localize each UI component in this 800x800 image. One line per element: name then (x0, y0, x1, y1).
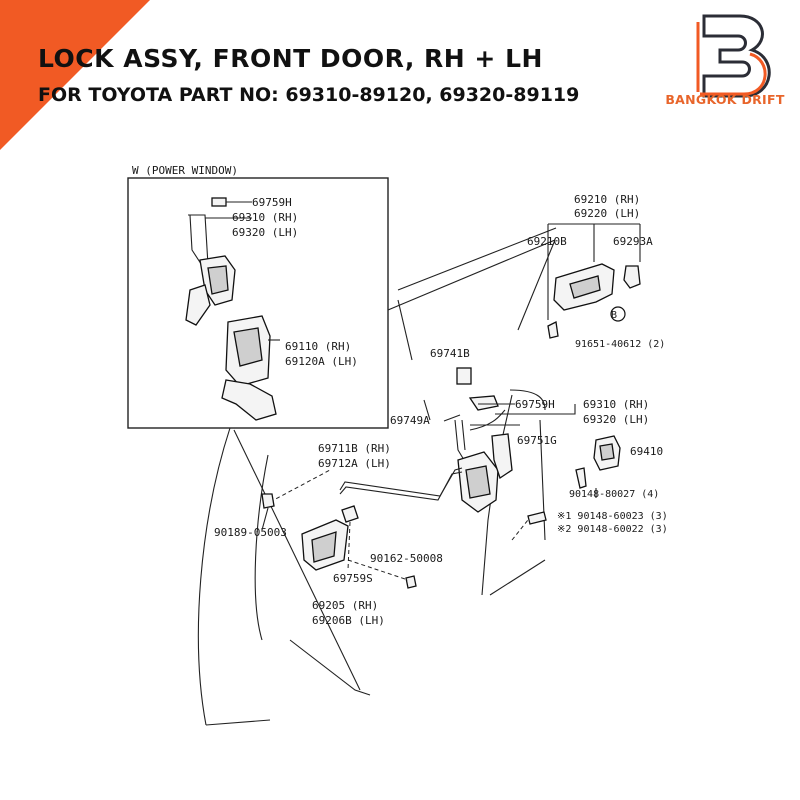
label-91651: 91651-40612 (2) (575, 339, 665, 350)
label-69712a: 69712A (LH) (318, 457, 391, 470)
label-90148-60023: ※1 90148-60023 (3) (557, 511, 668, 522)
brand-name: BANGKOK DRIFT (665, 92, 785, 107)
label-69410: 69410 (630, 445, 663, 458)
inside-handle-icon (301, 505, 417, 589)
label-90189: 90189-05003 (214, 526, 287, 539)
outside-handle-icon (547, 263, 641, 339)
control-rod-icon (339, 467, 463, 501)
clip-icon (261, 493, 275, 509)
label-69110-inset: 69110 (RH) (285, 340, 351, 353)
screw-icon (527, 511, 547, 525)
label-69759h: 69759H (515, 398, 555, 411)
label-69210b: 69210B (527, 235, 567, 248)
label-90148-80027: 90148-80027 (4) (569, 489, 659, 500)
label-69320-inset: 69320 (LH) (232, 226, 298, 239)
label-69759s: 69759S (333, 572, 373, 585)
label-69120a-inset: 69120A (LH) (285, 355, 358, 368)
page-title: LOCK ASSY, FRONT DOOR, RH + LH (38, 44, 543, 73)
corner-accent-triangle (0, 0, 150, 150)
door-lock-striker-icon (575, 435, 621, 489)
label-69320: 69320 (LH) (583, 413, 649, 426)
inset-title: W (POWER WINDOW) (132, 164, 238, 177)
b-letter-logo-icon (696, 14, 771, 98)
label-69293a: 69293A (613, 235, 653, 248)
label-69741b: 69741B (430, 347, 470, 360)
label-90162: 90162-50008 (370, 552, 443, 565)
lock-knob-icon (456, 367, 472, 385)
inset-lock-assembly-icon (185, 197, 252, 326)
label-69759h-inset: 69759H (252, 196, 292, 209)
label-69205: 69205 (RH) (312, 599, 378, 612)
power-window-inset-box (127, 177, 389, 429)
label-69220: 69220 (LH) (574, 207, 640, 220)
label-90148-60022: ※2 90148-60022 (3) (557, 524, 668, 535)
label-69310-inset: 69310 (RH) (232, 211, 298, 224)
label-69310: 69310 (RH) (583, 398, 649, 411)
part-number-subtitle: FOR TOYOTA PART NO: 69310-89120, 69320-8… (38, 84, 580, 106)
door-lock-assembly-icon (454, 395, 520, 513)
inset-door-lock-motor-icon (221, 315, 280, 421)
label-69711b: 69711B (RH) (318, 442, 391, 455)
marker-b: B (611, 310, 617, 321)
label-69749a: 69749A (390, 414, 430, 427)
label-69206b: 69206B (LH) (312, 614, 385, 627)
label-69751g: 69751G (517, 434, 557, 447)
label-69210: 69210 (RH) (574, 193, 640, 206)
